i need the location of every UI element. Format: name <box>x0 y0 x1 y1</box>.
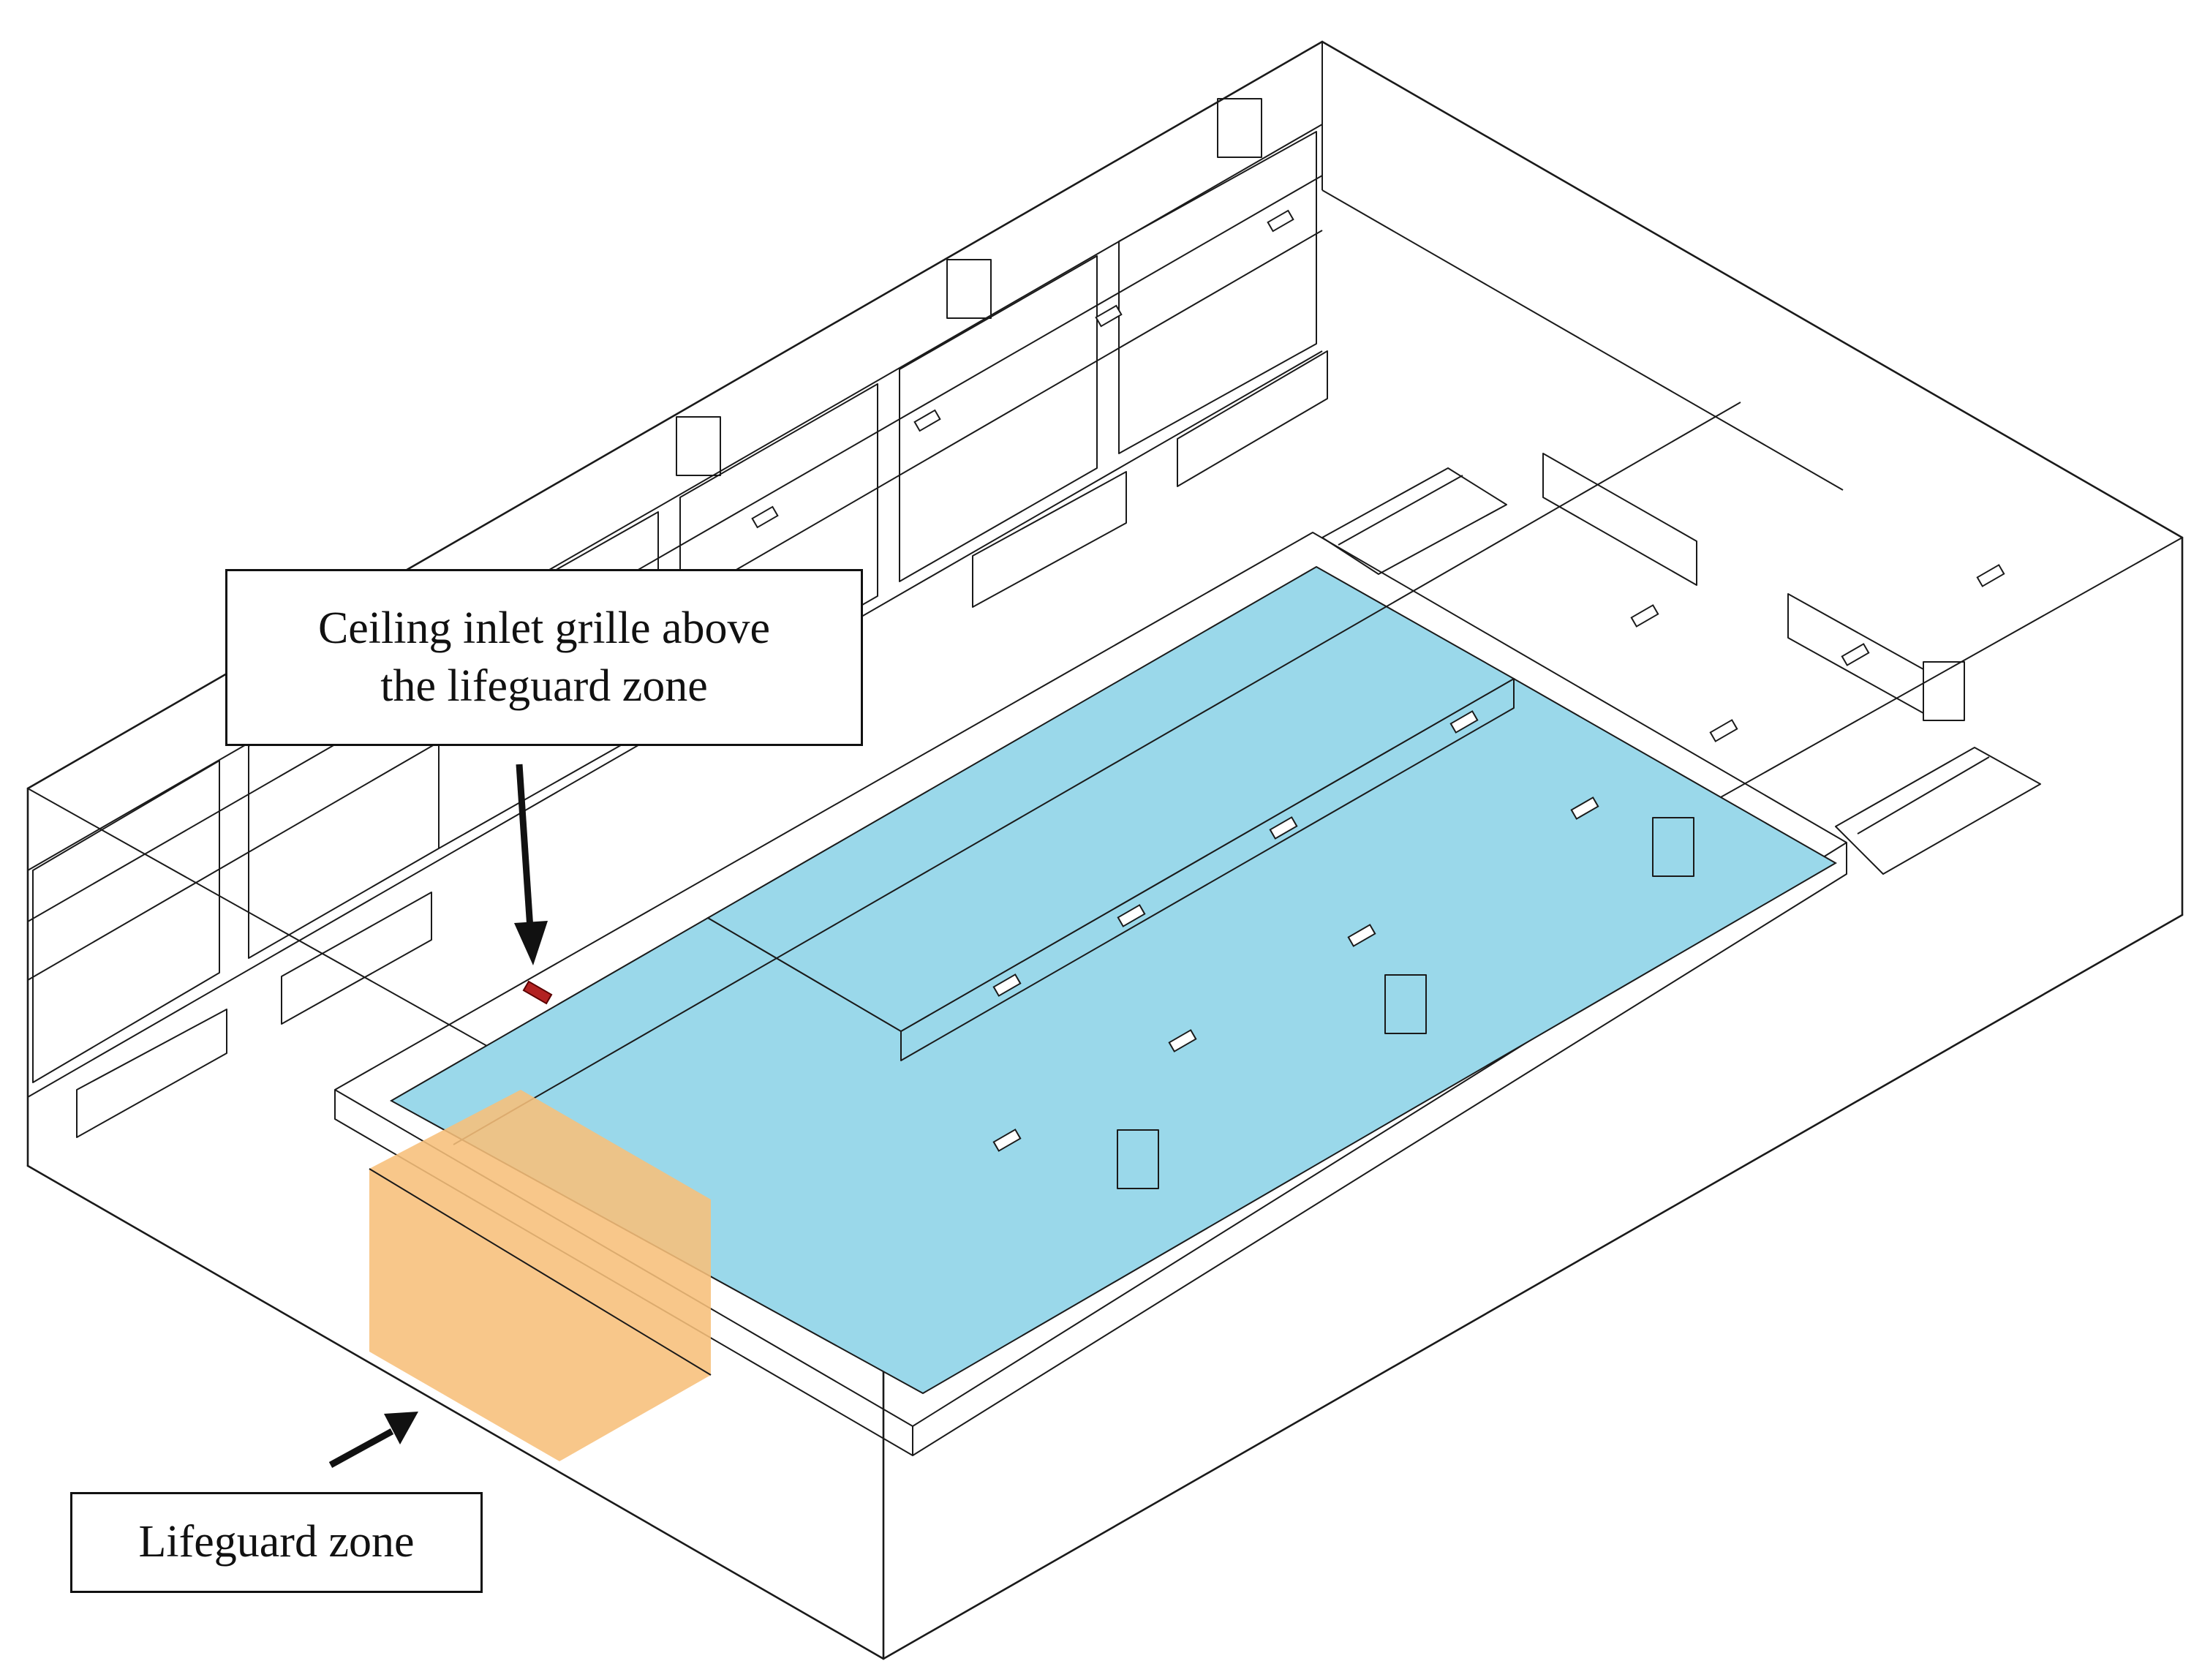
starting-block-4 <box>1923 661 1965 721</box>
stairs-right <box>1835 747 2041 875</box>
wall-grille-2 <box>913 409 941 432</box>
pool-water <box>389 402 1838 1395</box>
starting-block-1 <box>1117 1129 1159 1189</box>
ceiling-grille-callout-text: Ceiling inlet grille above the lifeguard… <box>317 603 771 711</box>
deck-slot-2 <box>1168 1029 1197 1052</box>
lifeguard-arrow-shaft <box>328 1428 394 1468</box>
deck-slot-1 <box>992 1129 1022 1152</box>
ceiling-grille-callout: Ceiling inlet grille above the lifeguard… <box>225 569 863 746</box>
deck-slot-12 <box>1976 564 2005 587</box>
deck-right-face <box>912 843 1847 1456</box>
lifeguard-zone-callout-text: Lifeguard zone <box>138 1517 415 1567</box>
deck-slot-6 <box>1117 904 1146 927</box>
pool-inner-ledge <box>900 679 1515 1061</box>
wall-grille-4 <box>1267 209 1294 233</box>
wall-top-rail <box>27 124 1323 871</box>
bench-right <box>1787 593 1924 714</box>
deck-slot-4 <box>1570 796 1599 820</box>
starting-block-2 <box>1384 974 1427 1034</box>
deck-slot-11 <box>1841 643 1870 666</box>
deck-slot-8 <box>1449 710 1479 734</box>
starting-block-3 <box>1652 817 1694 877</box>
room-back-floor-edge <box>1321 189 1844 491</box>
room-top-right-edge <box>1321 40 2184 539</box>
lifeguard-arrow-head <box>384 1412 418 1444</box>
roof-vent-box-2 <box>946 259 992 319</box>
deck-slot-10 <box>1630 604 1659 628</box>
roof-vent-box-1 <box>676 416 721 476</box>
deck-slots <box>992 564 2005 1152</box>
wall-grille-3 <box>1095 304 1123 328</box>
window-frame-6 <box>1118 131 1317 454</box>
grille-arrow-head <box>514 921 548 965</box>
deck-slot-3 <box>1347 924 1376 947</box>
wall-panel-4 <box>1177 350 1328 487</box>
callout-arrows <box>328 764 548 1468</box>
wall-mid-rail <box>27 175 1323 922</box>
stairs-back <box>1321 467 1507 575</box>
wall-grille-1 <box>751 505 779 529</box>
roof-vent-box-3 <box>1217 98 1262 158</box>
room-bottom-right-edge <box>882 914 2184 1660</box>
room-enclosure <box>26 40 2184 1660</box>
window-frame-1 <box>32 760 220 1083</box>
ceiling-inlet-grille <box>522 980 553 1005</box>
bench-back <box>1542 453 1697 586</box>
window-frame-5 <box>899 255 1098 582</box>
deck-furniture <box>1321 453 2041 875</box>
grille-arrow-shaft <box>516 764 534 930</box>
pool-lane-divider <box>453 402 1741 1145</box>
lifeguard-zone-deck-edge <box>369 1168 712 1376</box>
deck-slot-5 <box>992 973 1022 997</box>
wall-panel-2 <box>281 892 432 1025</box>
lifeguard-zone-volume <box>369 1090 711 1461</box>
lifeguard-zone-callout: Lifeguard zone <box>70 1492 483 1593</box>
wall-panel-3 <box>972 471 1127 608</box>
stairs-right-steps <box>1857 756 1990 835</box>
room-bottom-left-edge <box>26 1164 885 1660</box>
wall-panel-1 <box>76 1009 227 1138</box>
stairs-back-steps <box>1338 475 1463 546</box>
deck-slot-7 <box>1269 816 1298 840</box>
deck-slot-9 <box>1709 719 1738 742</box>
